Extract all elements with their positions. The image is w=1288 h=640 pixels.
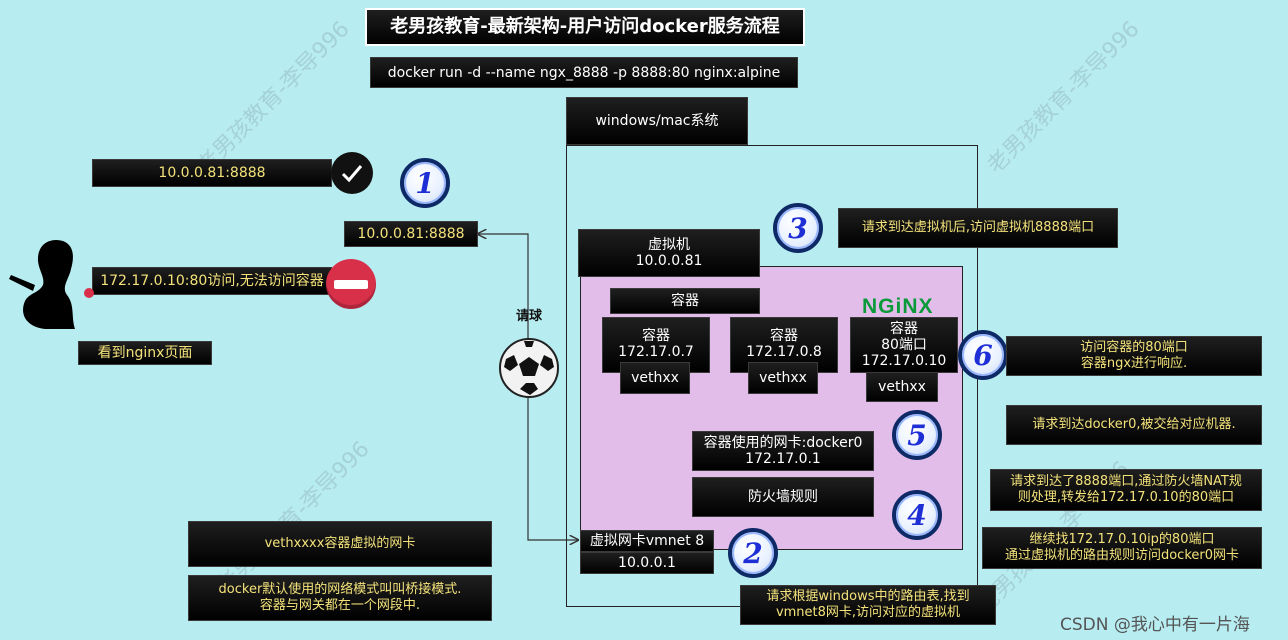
container-2-ip: 172.17.0.8 bbox=[746, 344, 822, 360]
note-step2-line1: 请求根据windows中的路由表,找到 bbox=[766, 589, 970, 604]
note-nat: 继续找172.17.0.10ip的80端口 通过虚拟机的路由规则访问docker… bbox=[982, 527, 1262, 569]
step-4-badge: 4 bbox=[892, 490, 942, 540]
docker0-label: 容器使用的网卡:docker0 bbox=[703, 435, 863, 451]
nginx-logo: NGiNX bbox=[862, 295, 934, 318]
note-step2-line2: vmnet8网卡,访问对应的虚拟机 bbox=[775, 605, 961, 620]
client-ok-address: 10.0.0.81:8888 bbox=[92, 159, 332, 187]
step-6-badge: 6 bbox=[958, 330, 1008, 380]
request-address: 10.0.0.81:8888 bbox=[344, 221, 478, 247]
container-3-ip: 172.17.0.10 bbox=[861, 353, 947, 369]
see-nginx-page: 看到nginx页面 bbox=[78, 341, 212, 365]
container-2-name: 容器 bbox=[770, 328, 798, 344]
request-label: 请球 bbox=[516, 309, 543, 324]
step-2-badge: 2 bbox=[728, 528, 778, 578]
step-5-badge: 5 bbox=[892, 410, 942, 460]
page-title: 老男孩教育-最新架构-用户访问docker服务流程 bbox=[365, 8, 805, 46]
vm-ip: 10.0.0.81 bbox=[635, 253, 703, 269]
note-bridge: docker默认使用的网络模式叫叫桥接模式. 容器与网关都在一个网段中. bbox=[188, 575, 492, 621]
step-1-badge: 1 bbox=[400, 158, 450, 208]
container-3: 容器 80端口 172.17.0.10 bbox=[850, 317, 958, 373]
note-step4-line2: 则处理,转发给172.17.0.10的80端口 bbox=[1017, 490, 1235, 505]
credit-text: CSDN @我心中有一片海 bbox=[1060, 615, 1250, 635]
container-1-ip: 172.17.0.7 bbox=[618, 344, 694, 360]
note-veth: vethxxxx容器虚拟的网卡 bbox=[188, 521, 492, 567]
vmnet-label: 虚拟网卡vmnet 8 bbox=[580, 530, 714, 552]
container-3-port: 80端口 bbox=[881, 337, 927, 353]
container-2-veth: vethxx bbox=[748, 362, 818, 394]
note-bridge-line1: docker默认使用的网络模式叫叫桥接模式. bbox=[218, 582, 462, 597]
note-nat-line1: 继续找172.17.0.10ip的80端口 bbox=[1029, 532, 1215, 547]
note-nat-line2: 通过虚拟机的路由规则访问docker0网卡 bbox=[1004, 548, 1240, 563]
note-step2: 请求根据windows中的路由表,找到 vmnet8网卡,访问对应的虚拟机 bbox=[740, 585, 996, 625]
container-3-name: 容器 bbox=[890, 321, 918, 337]
note-step6-line2: 容器ngx进行响应. bbox=[1080, 356, 1188, 371]
vm-title-text: 虚拟机 bbox=[648, 237, 690, 253]
note-step3: 请求到达虚拟机后,访问虚拟机8888端口 bbox=[838, 208, 1118, 248]
docker0-ip: 172.17.0.1 bbox=[745, 451, 821, 467]
container-3-veth: vethxx bbox=[866, 372, 938, 402]
vm-title: 虚拟机 10.0.0.81 bbox=[578, 229, 760, 277]
firewall-box: 防火墙规则 bbox=[692, 477, 874, 517]
note-step4: 请求到达了8888端口,通过防火墙NAT规 则处理,转发给172.17.0.10… bbox=[990, 469, 1262, 511]
container-header: 容器 bbox=[610, 288, 760, 314]
container-1-name: 容器 bbox=[642, 328, 670, 344]
user-silhouette-icon bbox=[9, 239, 94, 329]
note-step6: 访问容器的80端口 容器ngx进行响应. bbox=[1006, 336, 1262, 376]
container-1-veth: vethxx bbox=[620, 362, 690, 394]
request-return-line bbox=[478, 234, 529, 340]
docker0-box: 容器使用的网卡:docker0 172.17.0.1 bbox=[692, 431, 874, 471]
request-forward-line bbox=[527, 398, 578, 540]
note-step4-line1: 请求到达了8888端口,通过防火墙NAT规 bbox=[1010, 474, 1242, 489]
host-label: windows/mac系统 bbox=[566, 97, 748, 145]
check-icon bbox=[331, 152, 373, 194]
note-step5: 请求到达docker0,被交给对应机器. bbox=[1006, 405, 1262, 445]
blocked-icon bbox=[326, 259, 376, 309]
note-bridge-line2: 容器与网关都在一个网段中. bbox=[259, 598, 421, 613]
football-icon bbox=[499, 338, 559, 398]
step-3-badge: 3 bbox=[773, 203, 823, 253]
note-step6-line1: 访问容器的80端口 bbox=[1080, 340, 1188, 355]
docker-command: docker run -d --name ngx_8888 -p 8888:80… bbox=[370, 57, 798, 88]
vmnet-ip: 10.0.0.1 bbox=[580, 552, 714, 574]
client-fail-address: 172.17.0.10:80访问,无法访问容器 bbox=[92, 267, 332, 295]
